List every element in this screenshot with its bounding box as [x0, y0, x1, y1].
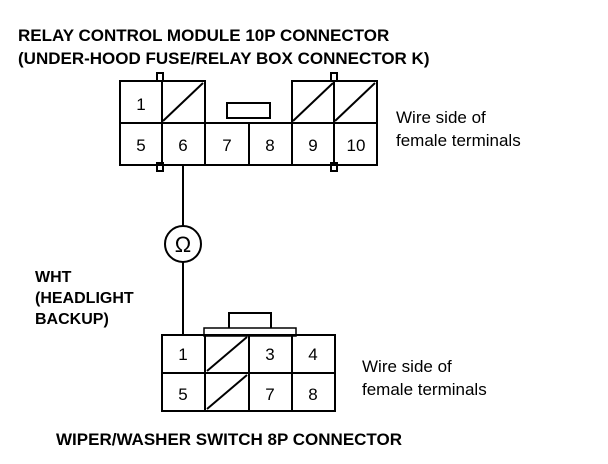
top-connector [119, 72, 378, 172]
top-pin-9: 9 [308, 136, 317, 155]
top-connector-nub [156, 72, 164, 82]
bottom-pin-5: 5 [178, 385, 187, 404]
bottom-side-label-line1: Wire side of [362, 357, 452, 376]
unused-cavity-slash [162, 82, 204, 122]
unused-cavity-slash [206, 336, 248, 372]
bottom-connector-lock-tab [228, 312, 272, 330]
ohmmeter-icon [164, 225, 202, 263]
top-pin-1: 1 [136, 95, 145, 114]
bottom-pin-8: 8 [308, 385, 317, 404]
top-pin-7: 7 [222, 136, 231, 155]
top-pin-6: 6 [178, 136, 187, 155]
bottom-connector [161, 312, 336, 412]
unused-cavity-slash [206, 374, 248, 410]
bottom-pin-3: 3 [265, 345, 274, 364]
top-connector-nub [156, 162, 164, 172]
top-connector-nub [330, 72, 338, 82]
top-connector-title-line2: (UNDER-HOOD FUSE/RELAY BOX CONNECTOR K) [18, 49, 430, 68]
top-side-label-line1: Wire side of [396, 108, 486, 127]
wire-desc-line1: (HEADLIGHT [35, 290, 134, 307]
top-pin-5: 5 [136, 136, 145, 155]
top-connector-title-line1: RELAY CONTROL MODULE 10P CONNECTOR [18, 26, 389, 45]
ohm-symbol: Ω [175, 232, 191, 257]
bottom-pin-1: 1 [178, 345, 187, 364]
unused-cavity-slash [334, 82, 376, 122]
wire-color-label: WHT [35, 269, 72, 286]
unused-cavity-slash [292, 82, 334, 122]
top-pin-8: 8 [265, 136, 274, 155]
bottom-side-label-line2: female terminals [362, 380, 487, 399]
top-pin-10: 10 [347, 136, 366, 155]
bottom-pin-4: 4 [308, 345, 317, 364]
bottom-connector-title: WIPER/WASHER SWITCH 8P CONNECTOR [56, 430, 402, 449]
top-connector-lock-tab [226, 102, 271, 119]
wire-desc-line2: BACKUP) [35, 311, 109, 328]
top-side-label-line2: female terminals [396, 131, 521, 150]
bottom-pin-7: 7 [265, 385, 274, 404]
